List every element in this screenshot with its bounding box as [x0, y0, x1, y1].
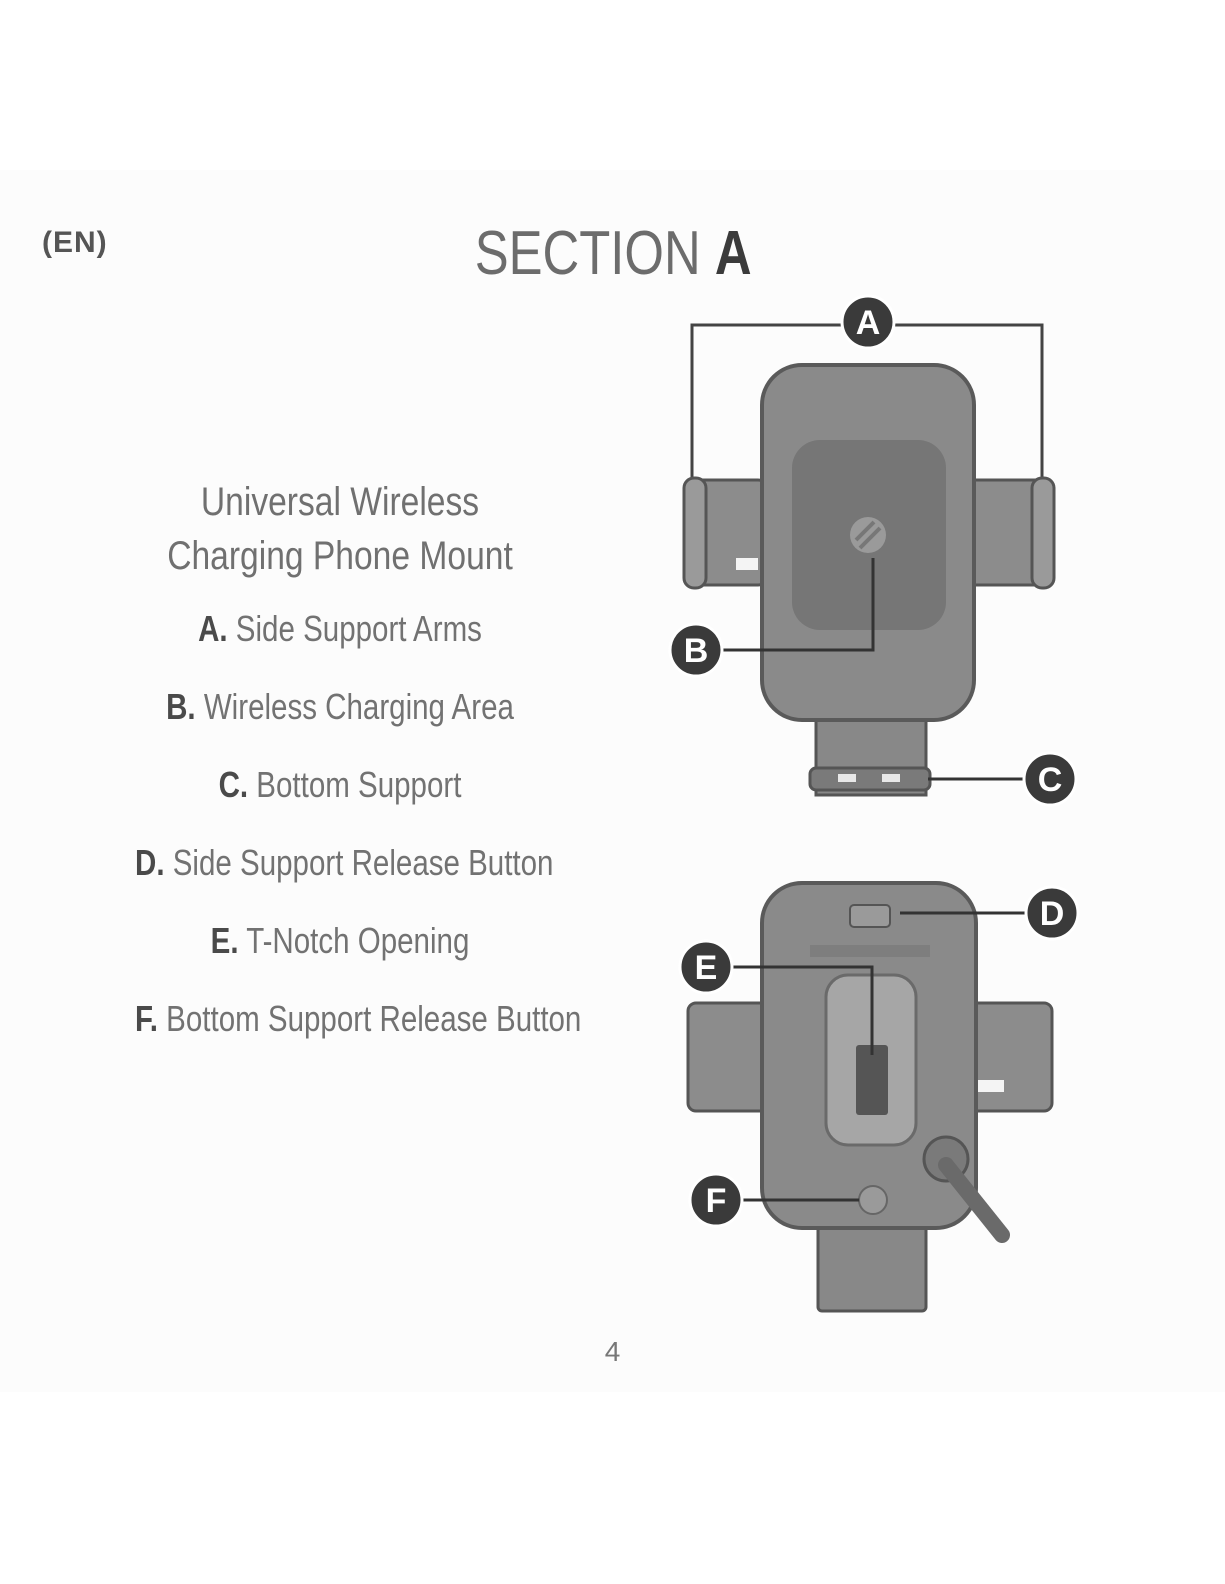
part-item-a: A. Side Support Arms: [135, 608, 545, 686]
back-right-arm-slot: [978, 1080, 1004, 1092]
callout-e-badge: E: [680, 941, 732, 993]
brand-logo-icon: [850, 517, 886, 553]
t-notch-opening: [856, 1045, 888, 1115]
page-number: 4: [0, 1336, 1225, 1368]
right-arm-grip: [1032, 478, 1054, 588]
side-release-button: [850, 905, 890, 927]
bottom-release-button: [859, 1186, 887, 1214]
front-view-illustration: A B C: [660, 290, 1100, 820]
section-letter: A: [715, 219, 752, 288]
svg-text:F: F: [706, 1182, 727, 1220]
svg-text:A: A: [856, 304, 881, 342]
part-letter: E.: [211, 920, 239, 961]
part-letter: D.: [135, 842, 165, 883]
part-label: Bottom Support Release Button: [166, 998, 581, 1039]
parts-list: A. Side Support Arms B. Wireless Chargin…: [90, 608, 590, 1076]
bottom-support-foot: [810, 768, 930, 790]
callout-c-badge: C: [1024, 753, 1076, 805]
left-arm-grip: [684, 478, 706, 588]
part-label: Side Support Release Button: [173, 842, 554, 883]
product-title-line1: Universal Wireless: [130, 475, 550, 529]
bottom-foot-mark-2: [882, 774, 900, 782]
bottom-foot-mark-1: [838, 774, 856, 782]
svg-text:B: B: [684, 632, 709, 670]
product-title: Universal Wireless Charging Phone Mount: [130, 475, 550, 583]
part-label: T-Notch Opening: [246, 920, 469, 961]
part-item-b: B. Wireless Charging Area: [135, 686, 545, 764]
part-letter: A.: [198, 608, 228, 649]
product-title-line2: Charging Phone Mount: [130, 529, 550, 583]
part-item-d: D. Side Support Release Button: [135, 842, 545, 920]
part-label: Side Support Arms: [236, 608, 482, 649]
part-item-e: E. T-Notch Opening: [135, 920, 545, 998]
language-tag: (EN): [42, 226, 108, 260]
svg-text:D: D: [1040, 895, 1065, 933]
callout-b-badge: B: [670, 624, 722, 676]
part-letter: F.: [135, 998, 158, 1039]
svg-text:E: E: [695, 949, 718, 987]
svg-text:C: C: [1038, 761, 1063, 799]
part-item-c: C. Bottom Support: [135, 764, 545, 842]
part-item-f: F. Bottom Support Release Button: [135, 998, 545, 1076]
part-label: Bottom Support: [256, 764, 461, 805]
callout-d-badge: D: [1026, 887, 1078, 939]
section-word: SECTION: [475, 219, 701, 288]
part-letter: C.: [219, 764, 249, 805]
back-view-illustration: D E F: [660, 875, 1100, 1325]
section-title: SECTION A: [111, 218, 1116, 289]
left-arm-slot: [736, 558, 758, 570]
part-label: Wireless Charging Area: [204, 686, 514, 727]
callout-f-badge: F: [690, 1174, 742, 1226]
part-letter: B.: [166, 686, 196, 727]
brand-plate: [810, 945, 930, 957]
callout-a-badge: A: [842, 296, 894, 348]
back-right-side-arm: [966, 1003, 1052, 1111]
